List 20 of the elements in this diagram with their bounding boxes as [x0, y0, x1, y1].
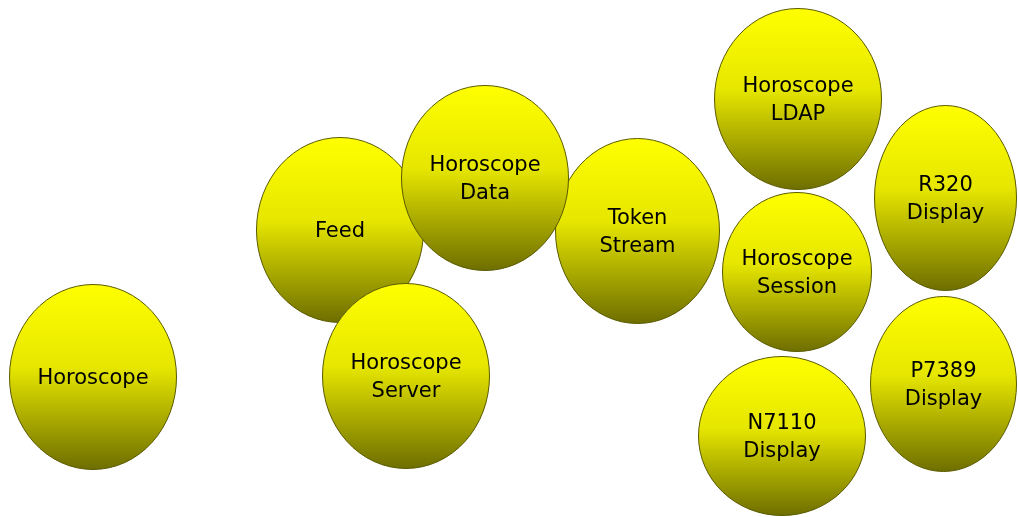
circle-node — [874, 105, 1017, 291]
node-label: N7110 Display — [742, 409, 822, 464]
node-label: Horoscope Session — [740, 245, 854, 300]
circle-node — [256, 137, 424, 323]
circle-node — [698, 356, 866, 516]
node-label: Horoscope — [36, 364, 150, 391]
node-label: Feed — [313, 217, 367, 244]
circle-node — [722, 192, 872, 352]
node-label: Horoscope Server — [349, 349, 463, 404]
node-label: P7389 Display — [903, 357, 984, 412]
node-label: R320 Display — [905, 171, 986, 226]
circle-node — [870, 296, 1017, 472]
node-label: Horoscope Data — [428, 151, 542, 206]
node-label: Horoscope LDAP — [741, 72, 855, 127]
circle-node — [555, 138, 720, 324]
circle-node — [401, 85, 569, 271]
circle-node — [9, 284, 177, 470]
node-label: Token Stream — [598, 204, 677, 259]
circle-node — [714, 8, 882, 190]
circle-node — [322, 283, 490, 469]
